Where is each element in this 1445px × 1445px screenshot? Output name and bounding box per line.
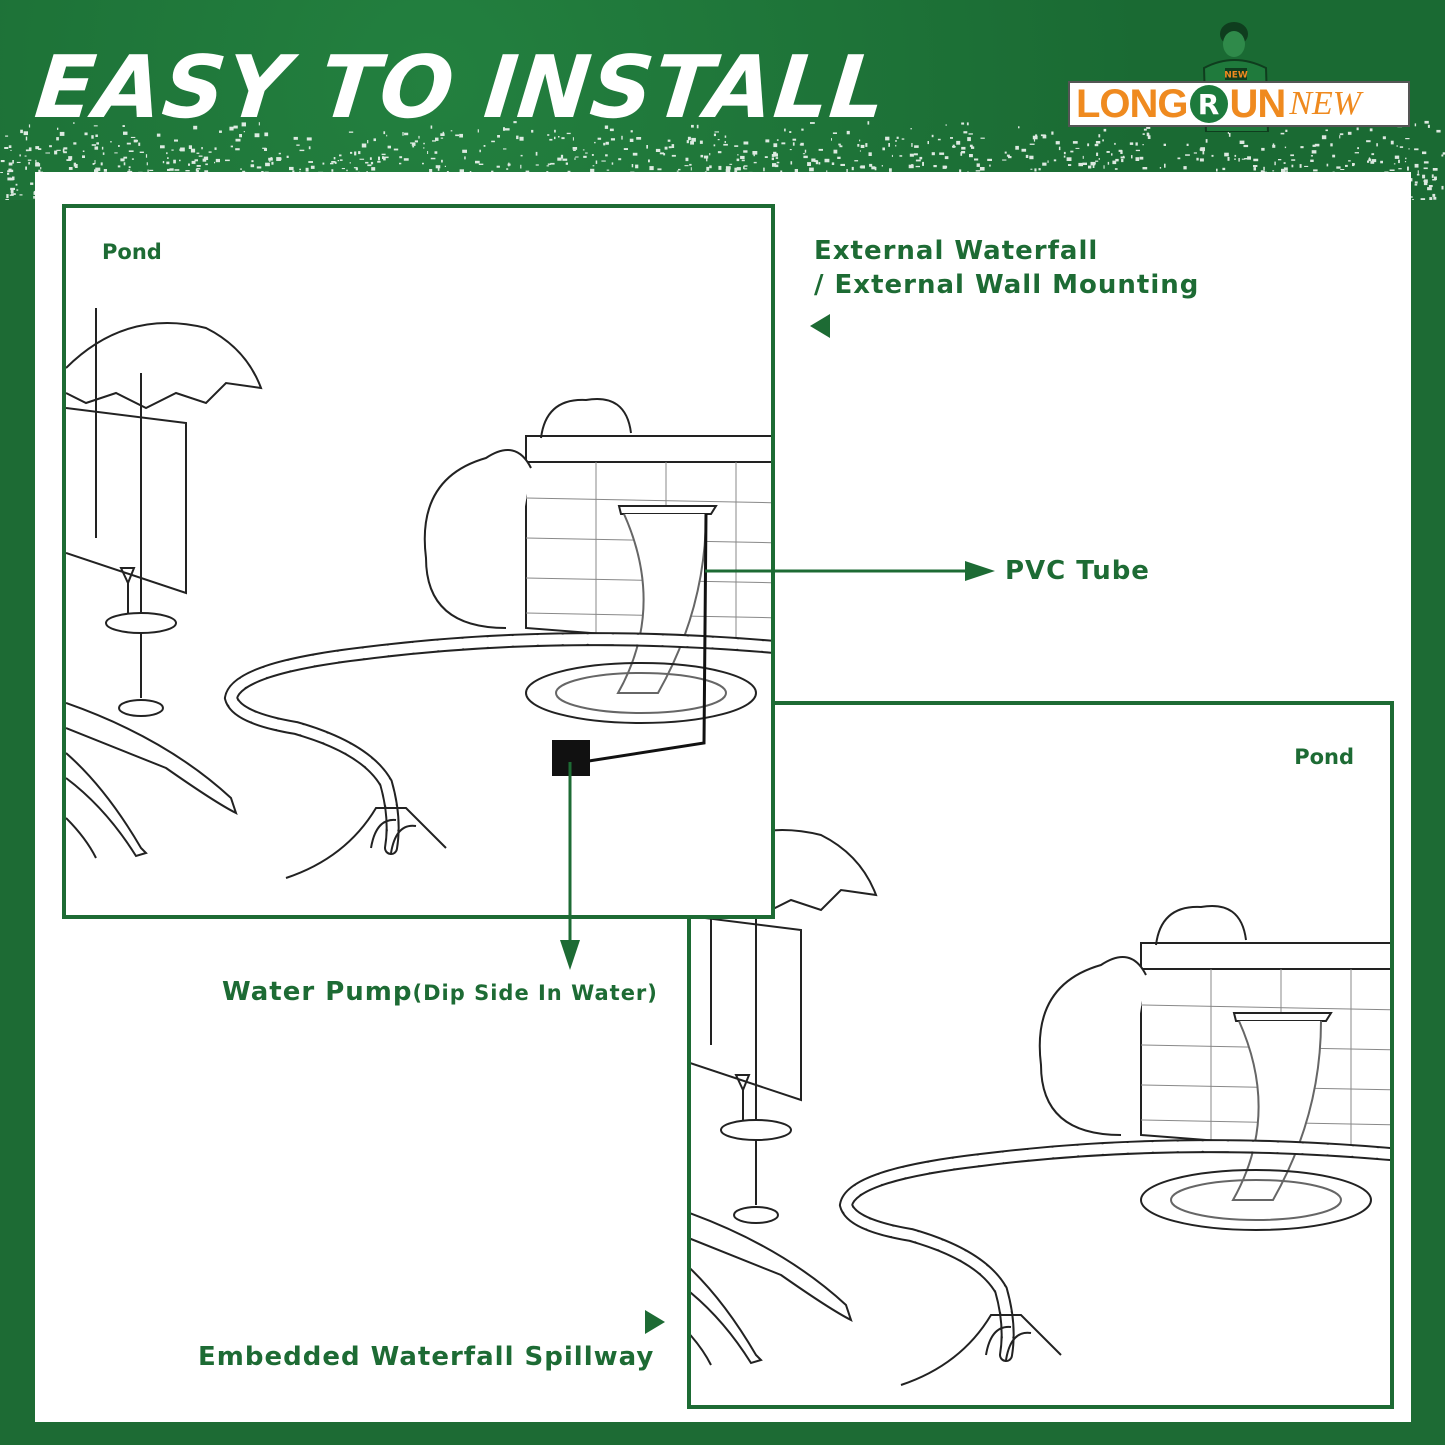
logo-text-left: LONG: [1076, 81, 1189, 126]
shirt-badge: NEW: [1224, 71, 1248, 81]
label-pvc-tube: PVC Tube: [1005, 556, 1150, 586]
label-external-line1: External Waterfall: [814, 236, 1099, 266]
water-pump-note: (Dip Side In Water): [412, 981, 658, 1005]
label-external-line2: / External Wall Mounting: [814, 270, 1200, 300]
brand-logo: LONG R UN NEW: [1068, 81, 1410, 127]
panel-external-waterfall: Pond: [62, 204, 775, 919]
pvc-tube-line: [575, 513, 708, 765]
logo-ball: R: [1189, 85, 1228, 123]
panel-label: Pond: [102, 240, 162, 264]
label-water-pump: Water Pump(Dip Side In Water): [222, 977, 658, 1007]
scene-embedded-illustration: [691, 705, 1394, 1409]
panel-embedded-waterfall: Pond: [687, 701, 1394, 1409]
scene-external-illustration: [66, 208, 775, 919]
logo-text-right: UN: [1229, 81, 1287, 126]
panel-label: Pond: [1294, 745, 1354, 769]
water-pump-text: Water Pump: [222, 977, 413, 1007]
label-embedded: Embedded Waterfall Spillway: [198, 1342, 655, 1372]
logo-suffix: NEW: [1289, 85, 1362, 122]
page-title: EASY TO INSTALL: [30, 38, 892, 138]
pump-icon: [552, 740, 590, 776]
